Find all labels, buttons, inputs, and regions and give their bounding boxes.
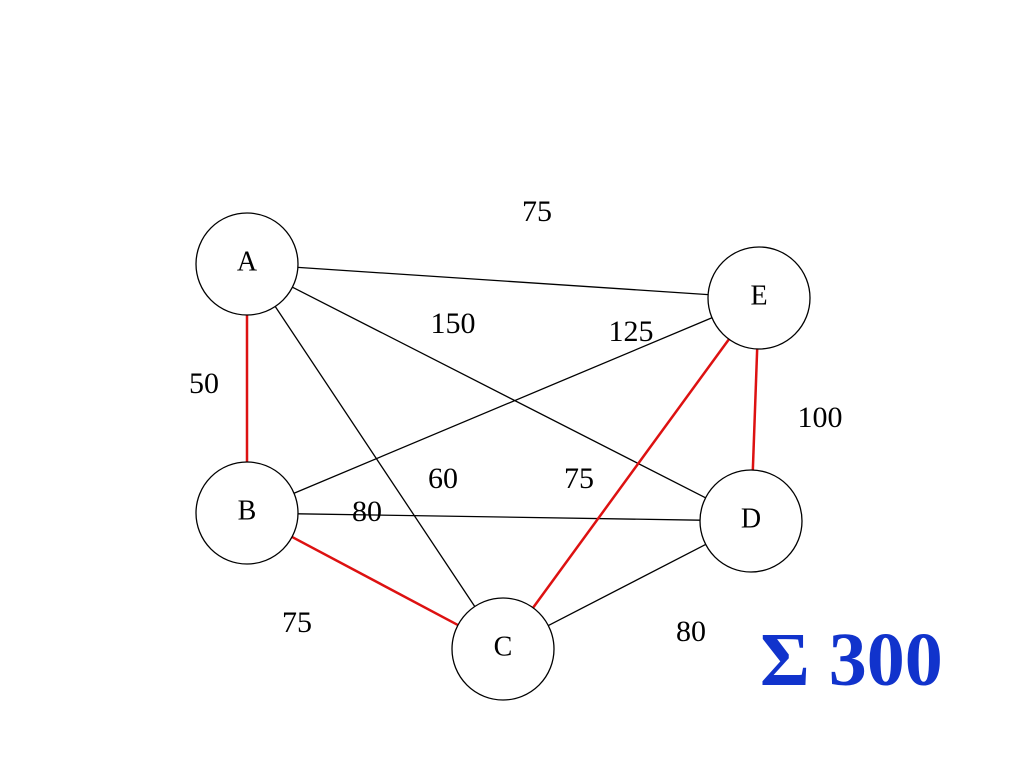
edge-a-d bbox=[292, 286, 706, 499]
sum-symbol: Σ bbox=[760, 618, 810, 702]
weights-layer: 75 150 60 50 125 80 75 75 80 100 bbox=[189, 195, 843, 648]
node-circle bbox=[699, 469, 803, 573]
node-a: A bbox=[195, 212, 299, 316]
edge-a-e bbox=[297, 266, 709, 296]
node-label: A bbox=[237, 246, 258, 277]
total-value: 300 bbox=[828, 618, 943, 702]
edge-weight-a-e: 75 bbox=[522, 195, 552, 228]
node-circle bbox=[195, 212, 299, 316]
edge-weight-b-c: 75 bbox=[282, 606, 312, 639]
edge-b-d bbox=[297, 513, 701, 521]
edge-weight-e-d: 100 bbox=[798, 401, 843, 434]
edge-weight-b-e: 125 bbox=[609, 315, 654, 348]
edge-c-d bbox=[548, 543, 706, 627]
node-b: B bbox=[195, 461, 299, 565]
node-label: D bbox=[741, 503, 761, 534]
edge-e-d bbox=[751, 348, 759, 471]
node-c: C bbox=[451, 597, 555, 701]
node-e: E bbox=[707, 246, 811, 350]
total-weight: Σ 300 bbox=[760, 622, 943, 698]
edges-layer bbox=[245, 266, 759, 627]
edge-b-c bbox=[291, 535, 459, 627]
edge-weight-a-d: 150 bbox=[431, 307, 476, 340]
edge-weight-c-d: 80 bbox=[676, 615, 706, 648]
node-circle bbox=[195, 461, 299, 565]
edge-weight-c-e: 75 bbox=[564, 462, 594, 495]
edge-c-e bbox=[532, 338, 730, 609]
node-label: E bbox=[750, 280, 767, 311]
node-circle bbox=[451, 597, 555, 701]
node-label: C bbox=[494, 631, 513, 662]
edge-weight-b-d: 80 bbox=[352, 495, 382, 528]
edge-b-e bbox=[293, 317, 713, 494]
node-circle bbox=[707, 246, 811, 350]
edge-a-c bbox=[274, 306, 476, 607]
nodes-layer: A B C D E bbox=[195, 212, 811, 701]
edge-weight-a-b: 50 bbox=[189, 367, 219, 400]
edge-weight-a-c: 60 bbox=[428, 462, 458, 495]
node-d: D bbox=[699, 469, 803, 573]
node-label: B bbox=[238, 495, 257, 526]
